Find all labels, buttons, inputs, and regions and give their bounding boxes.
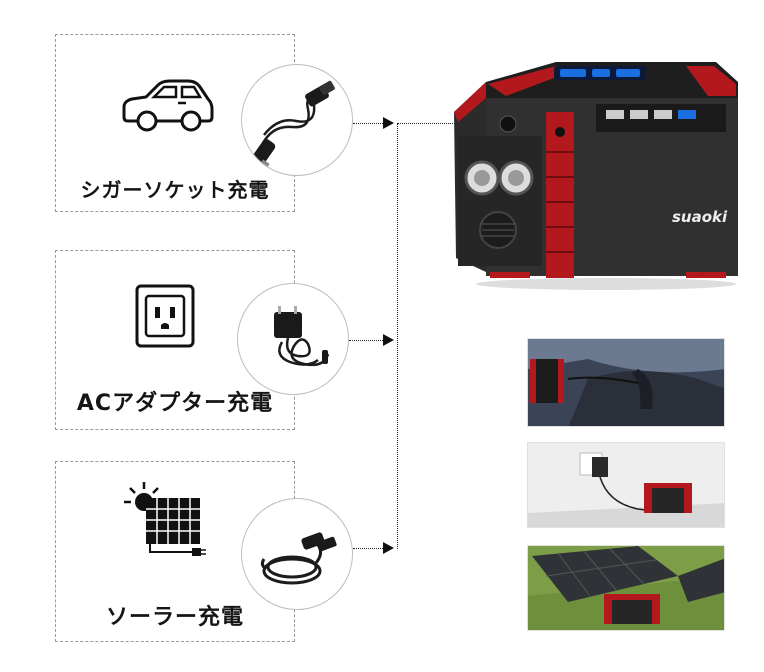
solar-cable-image	[241, 498, 353, 610]
wall-outlet-icon	[135, 284, 195, 348]
car-charger-cable-image	[241, 64, 353, 176]
solar-panel-icon	[124, 482, 206, 556]
connector-line-2	[349, 340, 383, 341]
connector-line-3	[353, 548, 383, 549]
vertical-connector	[397, 123, 398, 549]
arrow-2	[383, 334, 394, 346]
car-icon	[122, 79, 214, 132]
connector-line-1	[353, 123, 383, 124]
ac-adapter-image	[237, 283, 349, 395]
arrow-3	[383, 542, 394, 554]
power-station-image: suaoki	[454, 62, 738, 290]
connector-to-device	[397, 123, 509, 124]
car-charging-label: シガーソケット充電	[80, 178, 270, 202]
solar-charging-label: ソーラー充電	[105, 605, 244, 630]
arrow-1	[383, 117, 394, 129]
ac-charging-label: ACアダプター充電	[76, 391, 274, 416]
ac-outlet-charging-photo	[527, 442, 725, 528]
car-charging-photo	[527, 338, 725, 427]
brand-logo: suaoki	[672, 208, 728, 226]
solar-charging-photo	[527, 545, 725, 631]
